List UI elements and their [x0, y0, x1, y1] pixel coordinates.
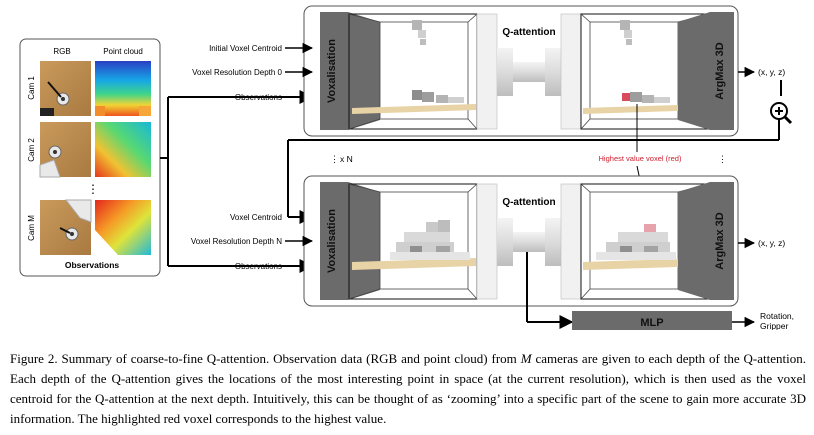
highest-voxel-label: Highest value voxel (red): [599, 154, 682, 163]
mlp-output-line-1: Rotation,: [760, 311, 794, 321]
point-cloud-cam-1: [95, 61, 151, 116]
observation-routing-lines: [160, 90, 314, 273]
point-cloud-column-label: Point cloud: [103, 47, 143, 56]
input-voxel-centroid: Voxel Centroid: [230, 213, 282, 222]
argmax-label-top: ArgMax 3D: [714, 42, 726, 100]
figure-canvas: RGB Point cloud Cam 1 Cam 2 ⋮: [19, 5, 794, 330]
input-voxel-resolution-depth-0: Voxel Resolution Depth 0: [192, 68, 282, 77]
caption-prefix: Figure 2. Summary of coarse-to-fine Q-at…: [10, 351, 521, 366]
figure: RGB Point cloud Cam 1 Cam 2 ⋮: [19, 5, 794, 330]
repeat-label: x N: [340, 154, 353, 164]
q-attention-connector-top: [476, 13, 582, 130]
point-cloud-cam-m: [95, 200, 151, 255]
input-observations-top: Observations: [235, 93, 282, 102]
cam-ellipsis: ⋮: [87, 182, 99, 196]
q-attention-block-depth-0: Initial Voxel Centroid Voxel Resolution …: [192, 5, 739, 137]
input-observations-bottom: Observations: [235, 262, 282, 271]
voxelisation-label-bottom: Voxalisation: [326, 209, 338, 273]
q-attention-title-top: Q-attention: [502, 27, 555, 38]
output-xyz-top: (x, y, z): [758, 67, 785, 77]
output-xyz-bottom: (x, y, z): [758, 238, 785, 248]
observations-panel: RGB Point cloud Cam 1 Cam 2 ⋮: [19, 38, 161, 277]
caption-suffix: cameras are given to each depth of the Q…: [10, 351, 806, 426]
voxelisation-panel-bottom: [320, 182, 348, 300]
q-attention-title-bottom: Q-attention: [502, 197, 555, 208]
mlp-output-line-2: Gripper: [760, 321, 789, 330]
input-initial-voxel-centroid: Initial Voxel Centroid: [209, 44, 282, 53]
caption-math-m: M: [520, 351, 532, 366]
repeat-dots-right: ⋮: [718, 154, 727, 164]
input-voxel-resolution-depth-n: Voxel Resolution Depth N: [191, 237, 282, 246]
argmax-label-bottom: ArgMax 3D: [714, 212, 726, 270]
magnifier-zoom-icon: [770, 102, 793, 125]
figure-caption: Figure 2. Summary of coarse-to-fine Q-at…: [10, 349, 806, 429]
rgb-image-cam-1: [40, 61, 91, 116]
rgb-image-cam-m: [40, 199, 92, 255]
cam-label-m: Cam M: [27, 215, 36, 241]
highlight-voxel-bottom: [644, 224, 656, 232]
voxel-grid-left-bottom: [348, 183, 478, 300]
repeat-dots-left: ⋮: [330, 154, 339, 164]
mlp-box: [572, 311, 732, 330]
highlight-voxel-top: [622, 93, 630, 101]
argmax-panel-top: [710, 12, 734, 130]
rgb-image-cam-2: [39, 122, 91, 178]
argmax-panel-bottom: [710, 182, 734, 300]
rgb-column-label: RGB: [53, 47, 70, 56]
q-attention-block-depth-n: Voxel Centroid Voxel Resolution Depth N …: [191, 175, 739, 307]
observations-label: Observations: [65, 260, 120, 270]
voxelisation-label-top: Voxalisation: [326, 39, 338, 103]
voxelisation-panel-top: [320, 12, 348, 130]
point-cloud-cam-2: [95, 122, 151, 177]
cam-label-2: Cam 2: [27, 138, 36, 162]
voxel-grid-left-top: [348, 13, 478, 130]
mlp-label: MLP: [640, 317, 663, 329]
mlp-branch: MLP Rotation, Gripper: [526, 252, 794, 330]
q-attention-connector-bottom: [476, 183, 582, 300]
cam-label-1: Cam 1: [27, 76, 36, 100]
